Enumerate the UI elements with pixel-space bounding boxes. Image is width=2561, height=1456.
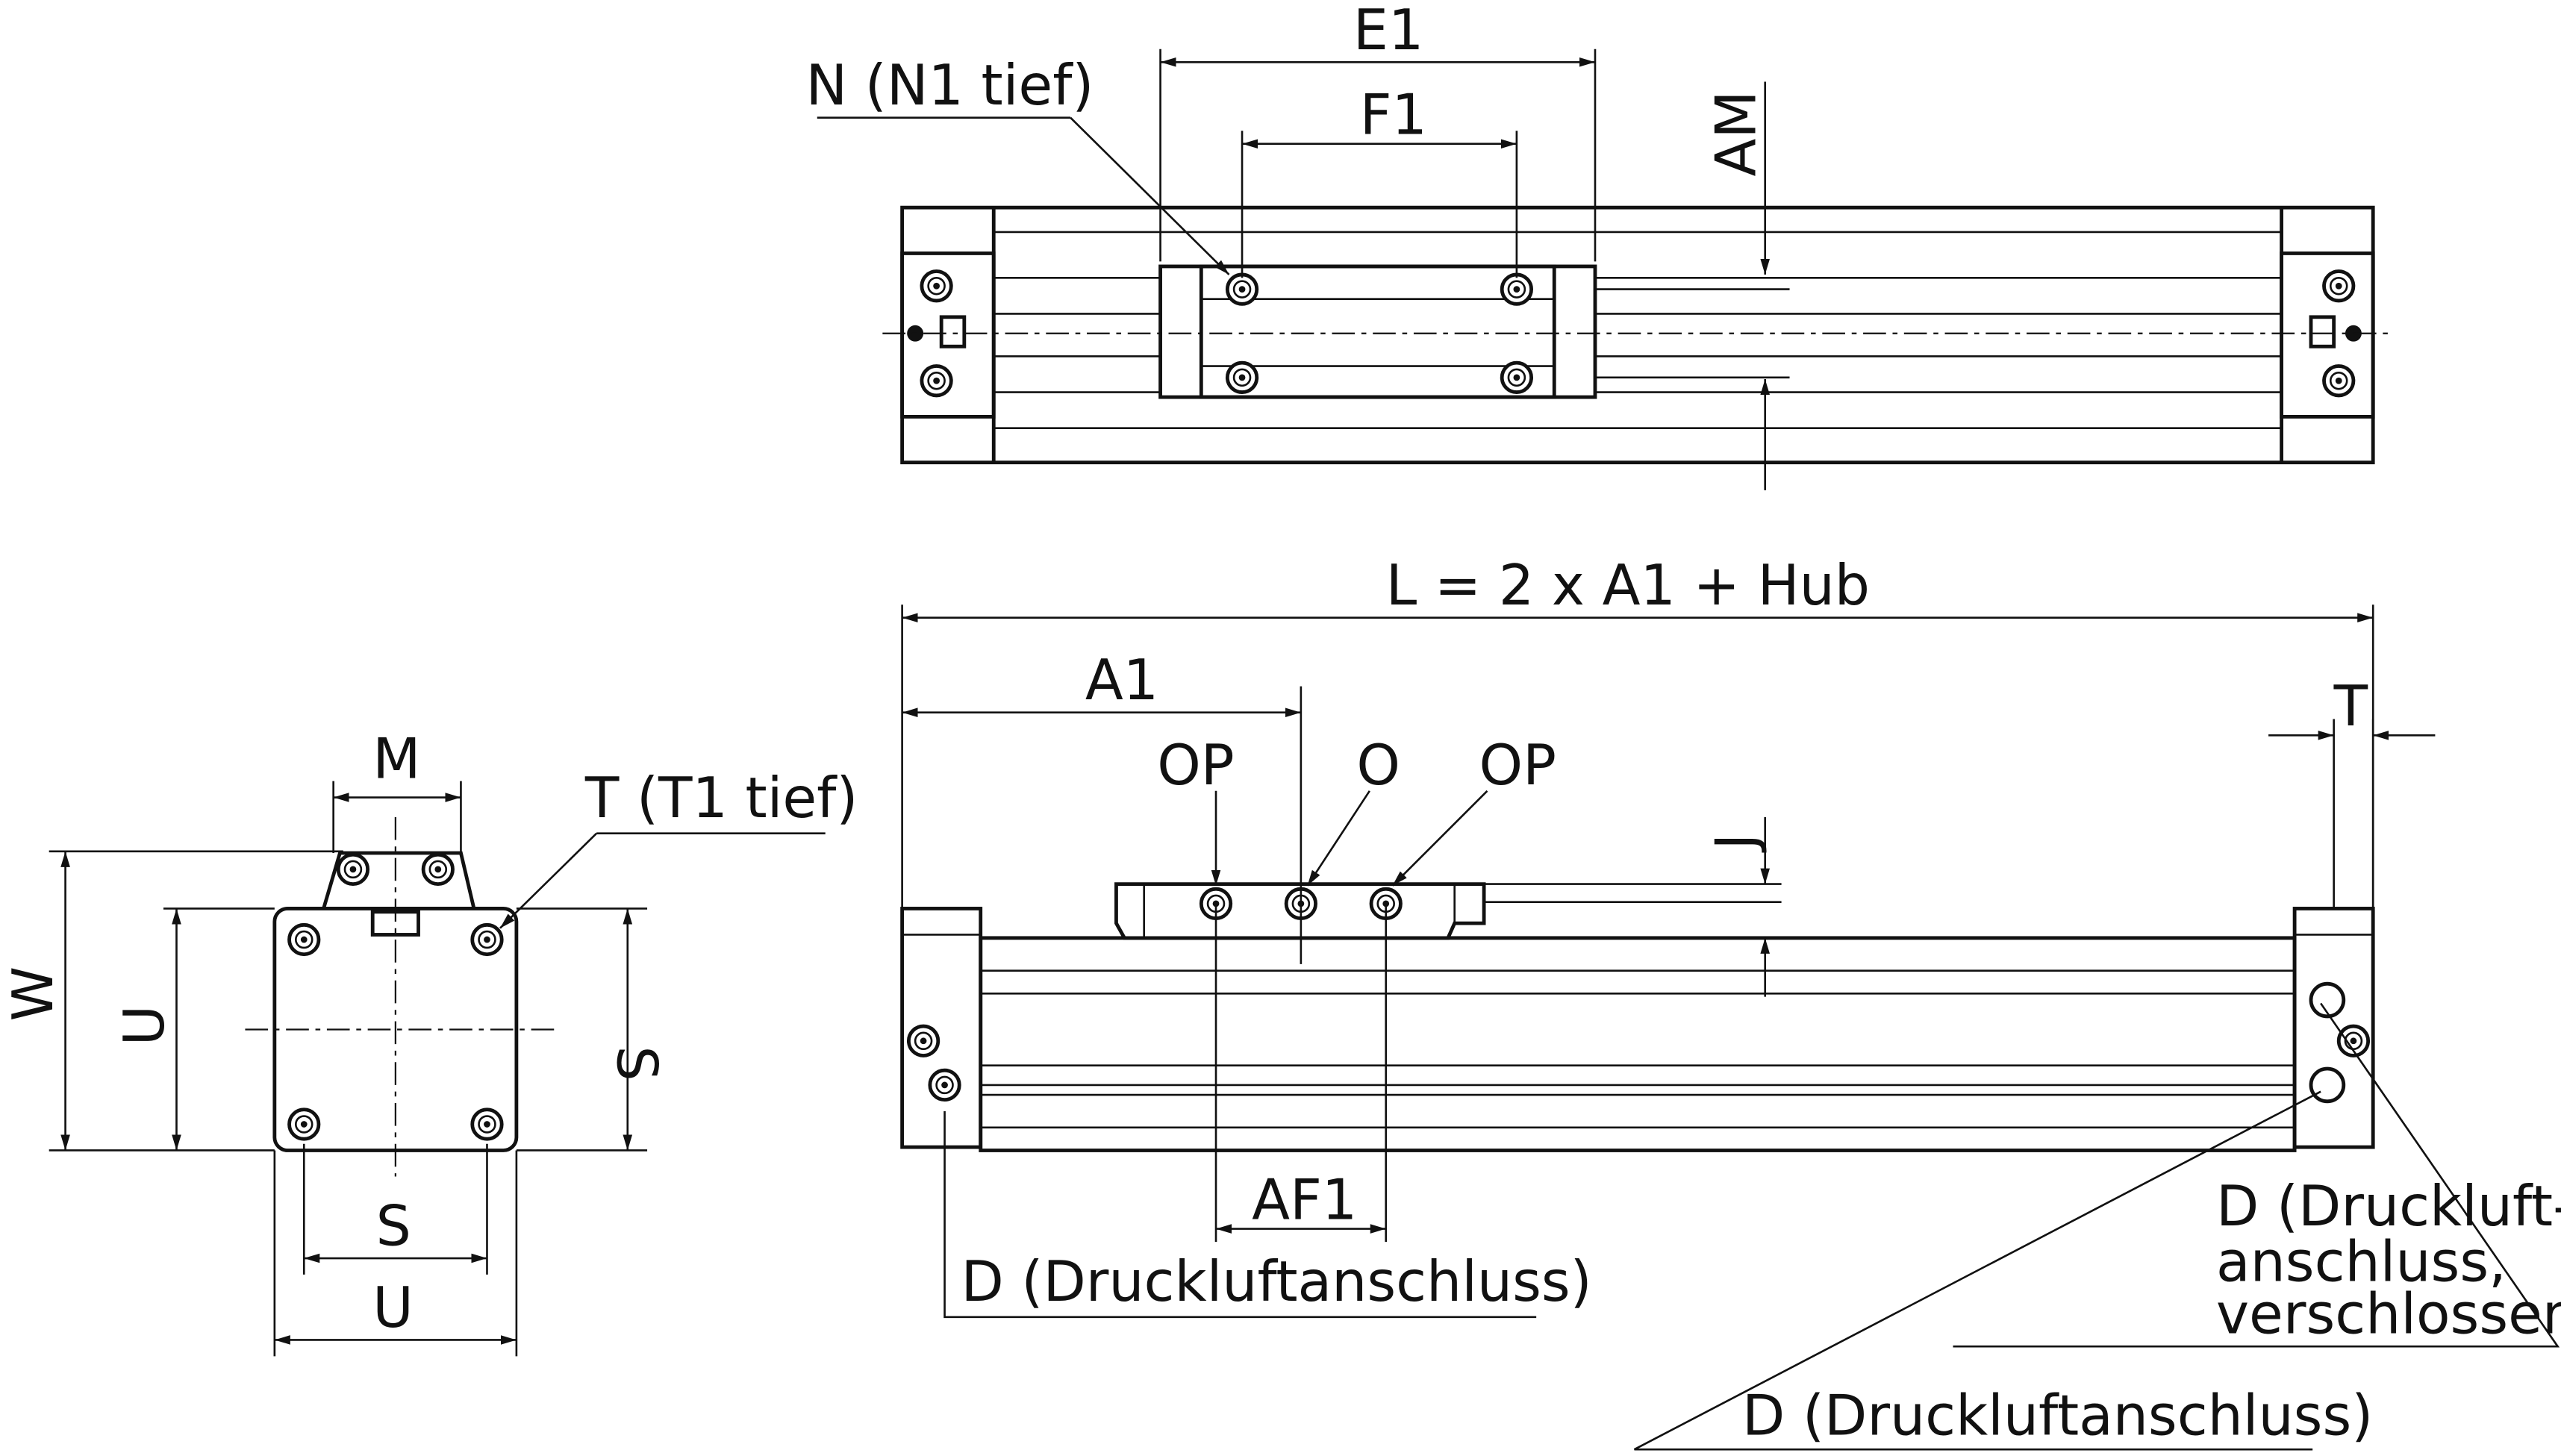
label-d-bottom: D (Druckluftanschluss): [1742, 1383, 2373, 1448]
label-d-closed-1: D (Druckluft-: [2216, 1174, 2561, 1239]
dim-u-bottom: U: [372, 1275, 413, 1340]
label-n: N (N1 tief): [805, 53, 1094, 118]
dim-af1: AF1: [1252, 1167, 1357, 1232]
dim-f1: F1: [1360, 83, 1427, 148]
dim-u-left: U: [112, 1005, 177, 1046]
end-view: M T (T1 tief) W U S S U: [1, 726, 858, 1357]
label-o: O: [1356, 733, 1400, 798]
top-view: E1 F1 N (N1 tief) AM: [805, 0, 2395, 490]
dim-t: T: [2333, 674, 2368, 739]
dim-m: M: [372, 726, 420, 791]
dim-j: J: [1704, 834, 1769, 853]
label-op-right: OP: [1479, 733, 1556, 798]
dim-s-bottom: S: [376, 1193, 411, 1258]
label-d-closed-3: verschlossen): [2216, 1282, 2561, 1347]
dim-am: AM: [1704, 90, 1769, 176]
label-d-closed-2: anschluss,: [2216, 1230, 2507, 1295]
dim-length: L = 2 x A1 + Hub: [1386, 553, 1870, 618]
dim-e1: E1: [1353, 0, 1423, 63]
dim-s-right: S: [605, 1046, 670, 1081]
dim-a1: A1: [1085, 648, 1158, 713]
label-d-left: D (Druckluftanschluss): [961, 1249, 1591, 1314]
dim-w: W: [1, 966, 66, 1022]
side-view: L = 2 x A1 + Hub A1 T OP O OP J AF1 D (D…: [900, 553, 2561, 1451]
label-op-left: OP: [1157, 733, 1234, 798]
label-t: T (T1 tief): [584, 766, 858, 831]
